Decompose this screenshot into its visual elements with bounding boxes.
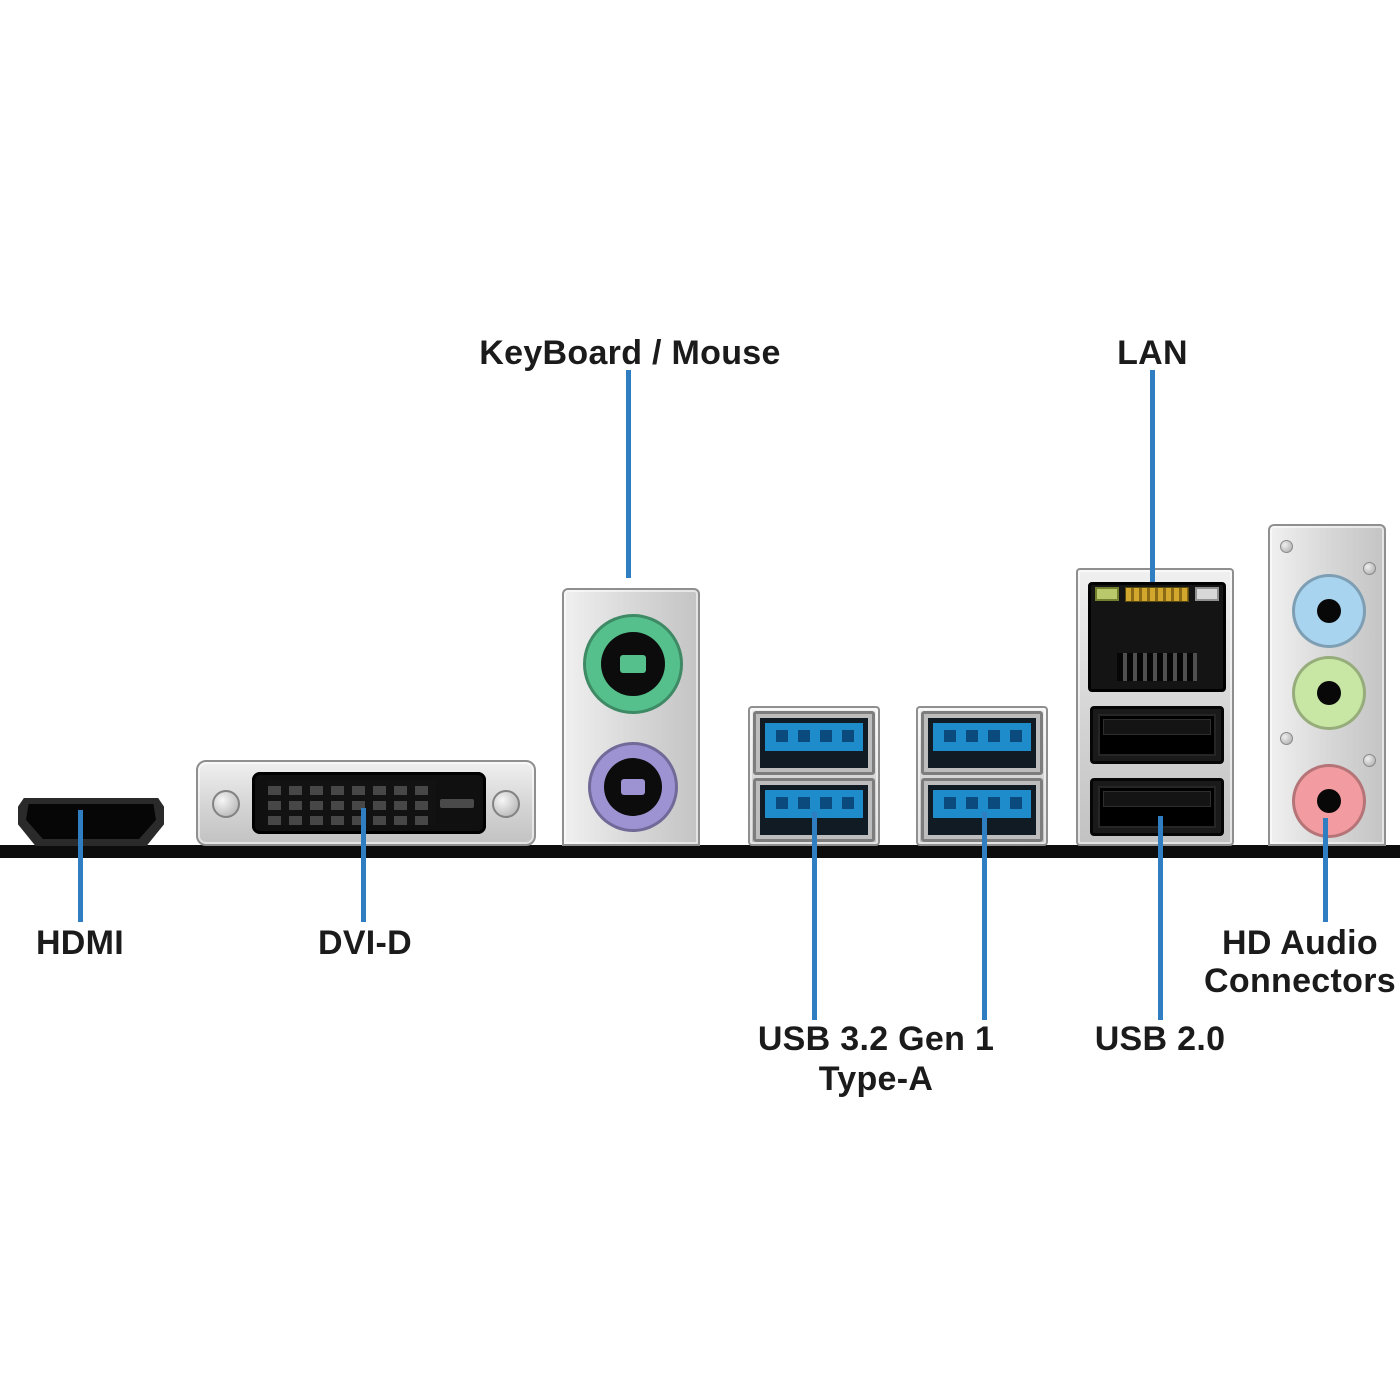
lan-contacts xyxy=(1125,587,1189,602)
usb3-port-1 xyxy=(753,711,875,775)
board-edge-line xyxy=(0,845,1400,858)
dvi-socket xyxy=(252,772,486,834)
hdmi-port xyxy=(18,798,164,846)
lan-leader-line xyxy=(1150,370,1155,582)
usb3-contacts xyxy=(776,797,864,809)
usb2-leader-line xyxy=(1158,816,1163,1020)
usb3-port-3 xyxy=(921,711,1043,775)
ps2-keyboard-port xyxy=(588,742,678,832)
jack-hole xyxy=(1317,681,1341,705)
lan-label: LAN xyxy=(1117,334,1188,372)
usb3-contacts xyxy=(944,730,1032,742)
hd-audio-label-line2: Connectors xyxy=(1204,962,1396,1000)
bracket-screw-icon xyxy=(1363,754,1376,767)
keyboard-mouse-leader-line xyxy=(626,370,631,578)
usb3-contacts xyxy=(944,797,1032,809)
usb3-tongue xyxy=(765,723,864,751)
usb2-tongue xyxy=(1103,719,1211,735)
hd-audio-label-line1: HD Audio xyxy=(1222,924,1378,962)
ps2-bracket xyxy=(562,588,700,846)
usb2-label: USB 2.0 xyxy=(1094,1020,1226,1058)
ps2-keyboard-key xyxy=(621,779,645,795)
dvi-blade-slot xyxy=(440,799,474,808)
dvi-pin-grid xyxy=(268,780,436,825)
usb2-tongue xyxy=(1103,791,1211,807)
dvi-leader-line xyxy=(361,808,366,922)
lan-led-left xyxy=(1095,587,1119,601)
usb2-opening xyxy=(1098,786,1216,828)
usb3-contacts xyxy=(776,730,864,742)
lan-led-right xyxy=(1195,587,1219,601)
dvi-screw-right-icon xyxy=(492,790,520,818)
lan-latch-comb xyxy=(1117,653,1197,681)
keyboard-mouse-label: KeyBoard / Mouse xyxy=(479,334,781,372)
usb3-opening xyxy=(760,785,868,835)
usb2-opening xyxy=(1098,714,1216,756)
usb3-leader-line-right xyxy=(982,812,987,1020)
line-out-jack xyxy=(1292,656,1366,730)
dvi-d-label: DVI-D xyxy=(317,924,413,962)
usb3-leader-line-left xyxy=(812,812,817,1020)
bracket-screw-icon xyxy=(1280,732,1293,745)
usb2-port-top xyxy=(1090,706,1224,764)
hdmi-leader-line xyxy=(78,810,83,922)
audio-leader-line xyxy=(1323,818,1328,922)
lan-port xyxy=(1088,582,1226,692)
line-in-jack xyxy=(1292,574,1366,648)
ps2-mouse-key xyxy=(620,655,646,673)
usb2-port-bottom xyxy=(1090,778,1224,836)
ps2-keyboard-center xyxy=(604,758,662,816)
dvi-screw-left-icon xyxy=(212,790,240,818)
bracket-screw-icon xyxy=(1280,540,1293,553)
lan-usb-block xyxy=(1076,568,1234,846)
hdmi-label: HDMI xyxy=(35,924,125,962)
usb3-label-line1: USB 3.2 Gen 1 xyxy=(757,1020,995,1058)
bracket-screw-icon xyxy=(1363,562,1376,575)
usb3-stack-1 xyxy=(748,706,880,846)
usb3-opening xyxy=(928,718,1036,768)
audio-bracket xyxy=(1268,524,1386,846)
usb3-label-line2: Type-A xyxy=(818,1060,934,1098)
jack-hole xyxy=(1317,789,1341,813)
usb3-opening xyxy=(760,718,868,768)
ps2-mouse-port xyxy=(583,614,683,714)
ps2-mouse-center xyxy=(601,632,665,696)
usb3-tongue xyxy=(933,723,1032,751)
jack-hole xyxy=(1317,599,1341,623)
hdmi-opening xyxy=(26,804,156,839)
mic-jack xyxy=(1292,764,1366,838)
dvi-d-port xyxy=(196,760,536,846)
